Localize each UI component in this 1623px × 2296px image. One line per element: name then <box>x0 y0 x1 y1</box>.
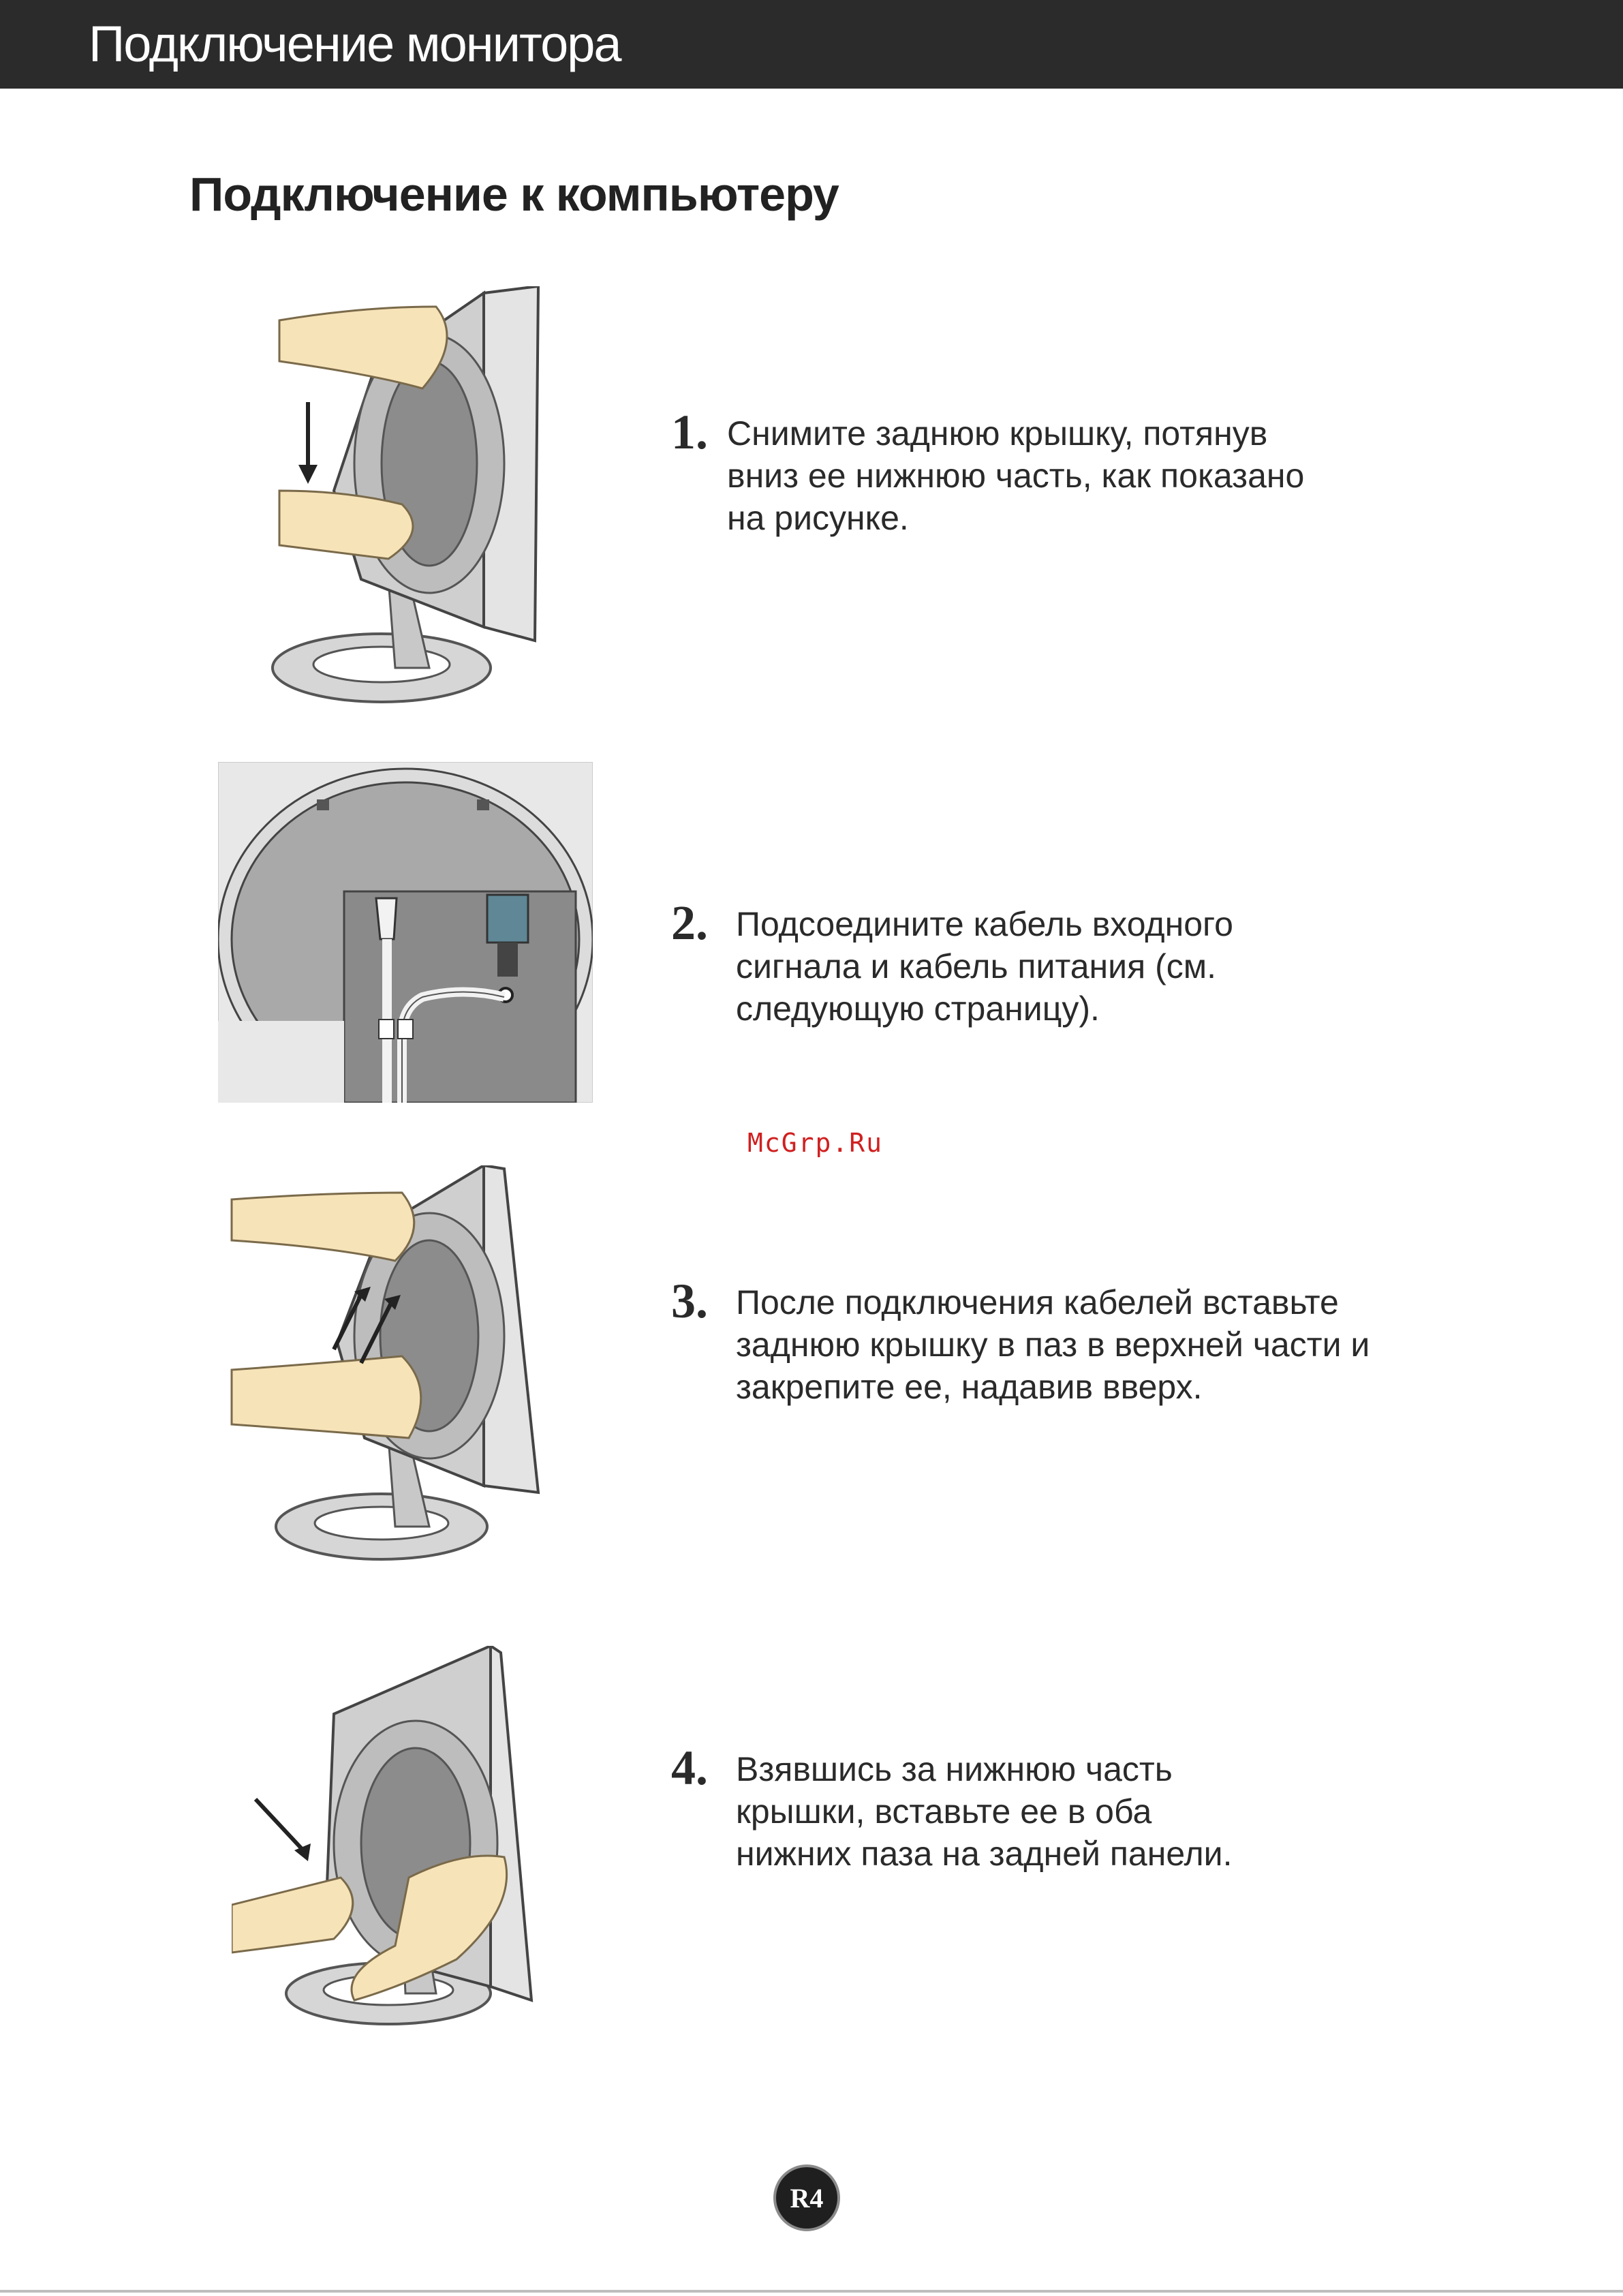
page-number-badge: R4 <box>773 2164 840 2231</box>
step-2-number: 2. <box>671 896 708 950</box>
step-3-number: 3. <box>671 1274 708 1328</box>
illustration-step-2 <box>218 762 593 1103</box>
step-1-text: Снимите заднюю крышку, потянув вниз ее н… <box>727 414 1305 537</box>
step-4-number: 4. <box>671 1741 708 1795</box>
step-2-text: Подсоедините кабель входного сигнала и к… <box>736 905 1233 1028</box>
footer-divider <box>0 2290 1623 2293</box>
step-1-number: 1. <box>671 405 708 459</box>
watermark: McGrp.Ru <box>747 1128 884 1158</box>
header-title: Подключение монитора <box>89 16 622 72</box>
page-header: Подключение монитора <box>0 0 1623 89</box>
illustration-step-3 <box>230 1165 540 1561</box>
step-3-text: После подключения кабелей вставьте задню… <box>736 1283 1370 1406</box>
section-title: Подключение к компьютеру <box>189 168 839 221</box>
page-number: R4 <box>790 2182 824 2214</box>
illustration-step-1 <box>271 286 540 703</box>
step-4-text: Взявшись за нижнюю часть крышки, вставьт… <box>736 1750 1233 1873</box>
illustration-step-4 <box>232 1646 534 2025</box>
